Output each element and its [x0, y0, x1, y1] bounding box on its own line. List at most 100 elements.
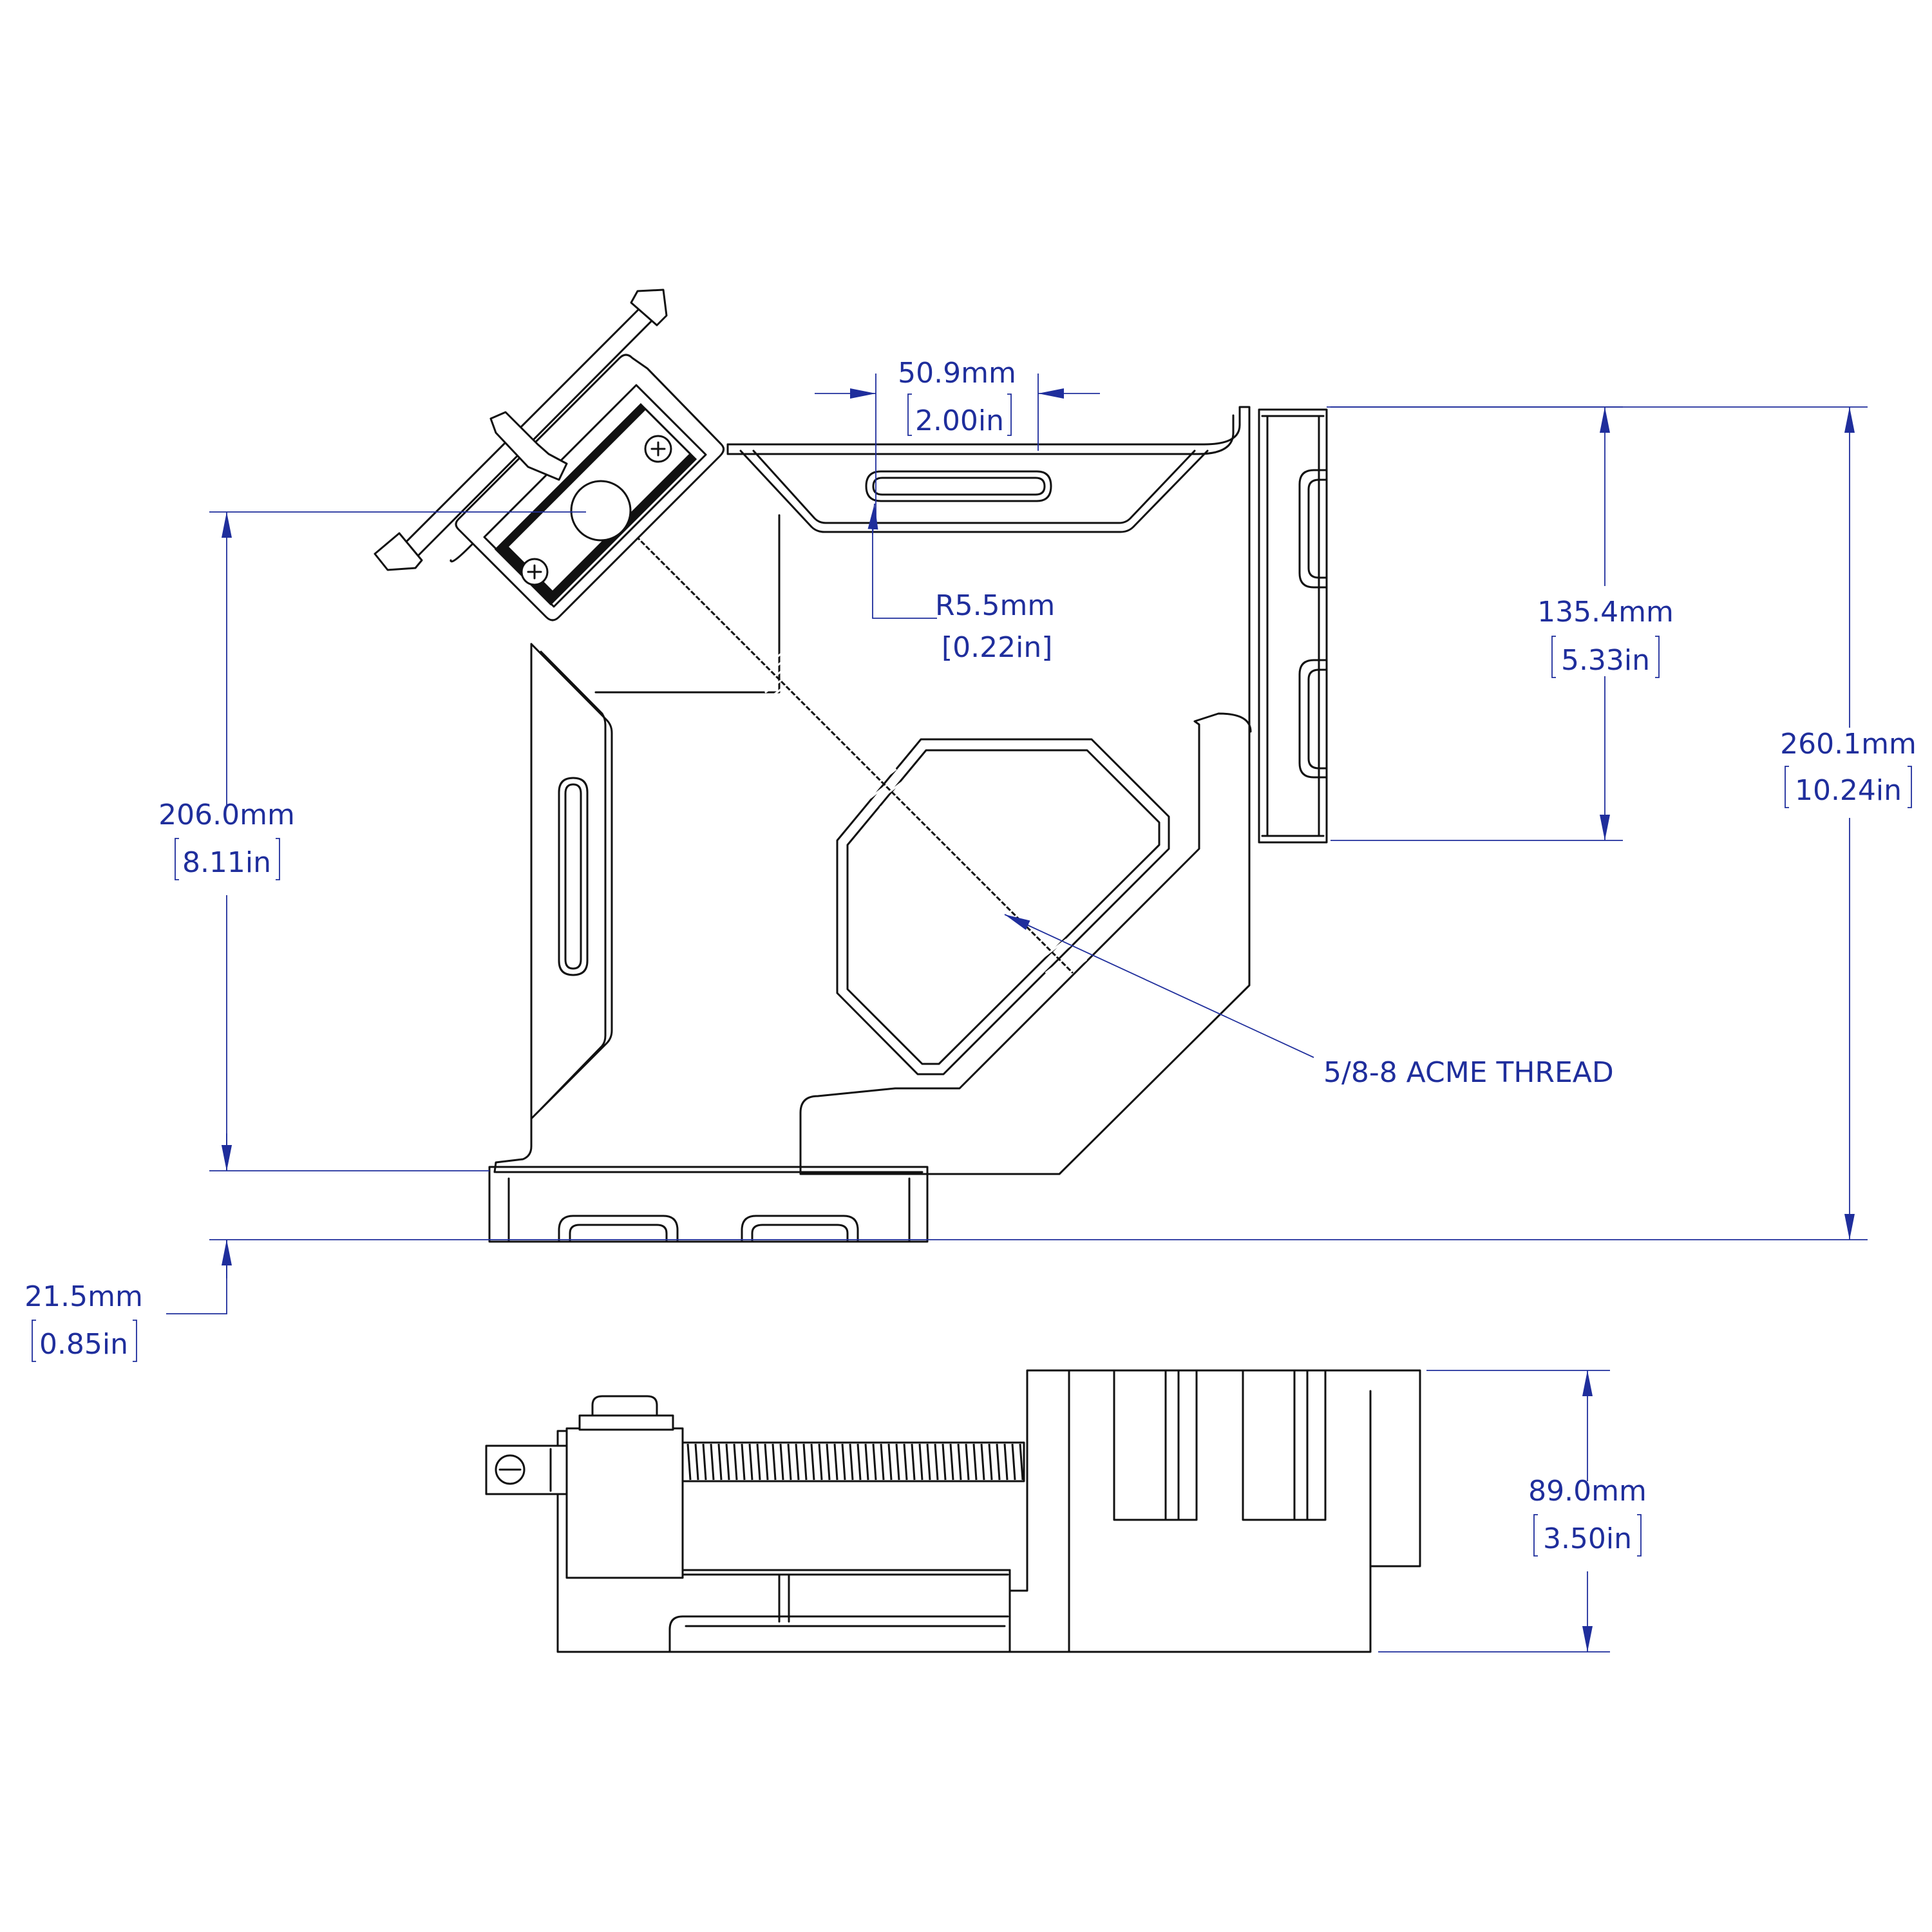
side-thread-tick	[702, 1443, 707, 1481]
thread-tick	[799, 703, 832, 729]
thread-tick	[889, 793, 922, 819]
thread-tick	[819, 723, 852, 749]
left-jaw	[530, 643, 613, 1120]
thread-tick	[810, 713, 842, 739]
thread-tick	[909, 813, 942, 839]
thread-tick	[839, 743, 872, 769]
thread-tick	[1050, 953, 1083, 979]
thread-tick	[629, 533, 661, 558]
thread-tick	[804, 708, 837, 734]
thread-tick	[934, 838, 967, 864]
thread-tick	[709, 612, 742, 639]
thread-tick	[949, 853, 982, 879]
side-thread-tick	[864, 1443, 869, 1481]
thread-tick	[754, 658, 787, 684]
top-view	[374, 289, 1328, 1243]
thread-tick	[824, 728, 857, 753]
side-thread-tick	[1011, 1443, 1016, 1481]
thread-tick	[1045, 949, 1077, 974]
base-thickness-metric: 21.5mm	[24, 1280, 143, 1313]
thread-tick	[664, 567, 697, 594]
thread-tick	[849, 753, 882, 779]
side-thread-tick	[895, 1443, 900, 1481]
thread-tick	[624, 527, 657, 553]
side-thread-tick	[833, 1443, 838, 1481]
thread-tick	[789, 693, 822, 719]
thread-tick	[634, 538, 667, 564]
thread-tick	[859, 763, 892, 789]
thread-tick	[674, 578, 706, 603]
side-thread-tick	[911, 1443, 916, 1481]
thread-tick	[649, 553, 682, 578]
side-thread-tick	[880, 1443, 885, 1481]
thread-tick	[1055, 958, 1088, 984]
right-plate	[1258, 408, 1328, 844]
side-thread-tick	[779, 1443, 784, 1481]
thread-tick	[654, 558, 687, 583]
thread-tick	[694, 598, 727, 623]
thread-tick	[864, 768, 897, 794]
thread-tick	[834, 738, 867, 764]
t-handle	[374, 289, 668, 571]
left-height-imperial: 8.11in	[182, 846, 271, 879]
thread-tick	[714, 618, 747, 643]
jaw-height-metric: 135.4mm	[1537, 596, 1674, 629]
thread-tick	[1019, 923, 1052, 949]
thread-tick	[945, 848, 977, 874]
thread-tick	[985, 888, 1018, 914]
thread-tick	[734, 638, 767, 663]
thread-tick	[954, 858, 987, 884]
thread-tick	[1035, 938, 1068, 964]
right-slot-upper	[1298, 469, 1328, 589]
thread-tick	[884, 788, 917, 814]
thread-tick	[679, 583, 712, 609]
side-thread-tick	[926, 1443, 931, 1481]
thread-tick	[869, 773, 902, 799]
side-thread-tick	[717, 1443, 723, 1481]
thread-tick	[744, 648, 777, 674]
side-thread-tick	[710, 1443, 715, 1481]
slot-radius-imperial: [0.22in]	[942, 631, 1052, 664]
acme-screw	[624, 527, 1088, 984]
side-thread-tick	[972, 1443, 978, 1481]
overall-height-imperial: 10.24in	[1795, 774, 1902, 807]
jaw-height-imperial: 5.33in	[1561, 644, 1650, 677]
side-thread-tick	[988, 1443, 993, 1481]
dimensions: 50.9mm 2.00in R5.5mm [0.22in] 135.4mm 5.…	[24, 357, 1917, 1653]
side-thread-tick	[957, 1443, 962, 1481]
side-thread-tick	[787, 1443, 792, 1481]
side-thread-tick	[756, 1443, 761, 1481]
base-thickness-imperial: 0.85in	[39, 1328, 128, 1361]
side-thread-tick	[934, 1443, 939, 1481]
thread-tick	[855, 758, 887, 784]
slot-radius-metric: R5.5mm	[935, 589, 1055, 622]
top-jaw	[739, 450, 1209, 533]
thread-tick	[779, 683, 812, 708]
thread-tick	[960, 863, 992, 889]
side-thread-tick	[849, 1443, 854, 1481]
side-thread-tick	[872, 1443, 877, 1481]
side-thread-tick	[687, 1443, 692, 1481]
thread-tick	[644, 547, 677, 573]
thread-tick	[729, 633, 762, 659]
thread-tick	[669, 573, 702, 598]
side-thread-tick	[996, 1443, 1001, 1481]
thread-tick	[794, 698, 827, 724]
side-thread-tick	[903, 1443, 908, 1481]
thread-tick	[769, 673, 802, 699]
swivel-head	[450, 354, 724, 621]
thread-tick	[774, 678, 807, 704]
side-thread-ticks	[687, 1443, 1024, 1481]
thread-tick	[990, 893, 1023, 919]
thread-tick	[699, 603, 732, 629]
thread-tick	[965, 868, 998, 894]
thread-tick	[969, 873, 1002, 899]
thread-tick	[749, 653, 782, 679]
thread-tick	[974, 878, 1007, 904]
thread-tick	[759, 663, 792, 688]
side-thread-tick	[725, 1443, 730, 1481]
side-thread-tick	[733, 1443, 738, 1481]
side-body	[556, 1369, 1421, 1653]
side-thread-tick	[818, 1443, 823, 1481]
side-thread-tick	[1019, 1443, 1024, 1481]
